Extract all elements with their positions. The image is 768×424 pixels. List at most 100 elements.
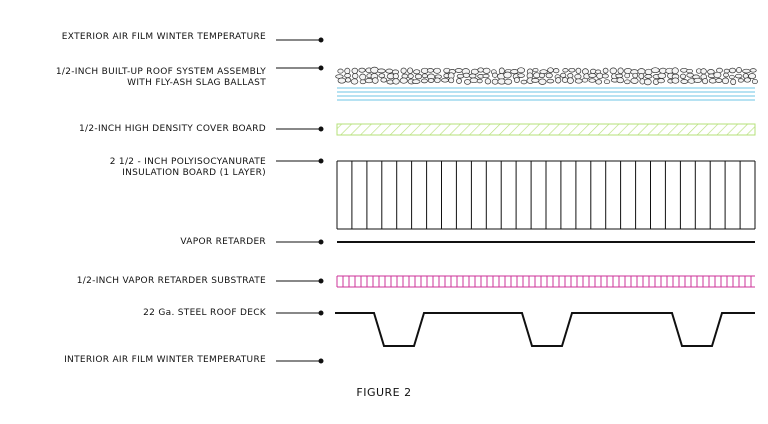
pebble xyxy=(546,78,555,84)
label-line: INTERIOR AIR FILM WINTER TEMPERATURE xyxy=(64,355,266,365)
label-insulation: 2 1/2 - INCH POLYISOCYANURATE INSULATION… xyxy=(110,157,266,179)
pebble xyxy=(498,67,505,75)
pebble xyxy=(350,78,359,85)
pebble xyxy=(377,68,386,74)
pebble xyxy=(344,73,351,79)
pebble xyxy=(680,73,686,79)
leader-dot xyxy=(318,358,324,364)
figure-caption: FIGURE 2 xyxy=(356,386,412,399)
pebble xyxy=(589,68,597,74)
pebble xyxy=(748,73,757,80)
label-line: EXTERIOR AIR FILM WINTER TEMPERATURE xyxy=(61,32,266,42)
pebble xyxy=(392,73,399,80)
pebble xyxy=(560,72,567,78)
cover-board-layer xyxy=(336,123,756,136)
pebble xyxy=(491,78,499,85)
pebble xyxy=(531,78,540,83)
pebble xyxy=(650,67,660,74)
pebble xyxy=(351,67,359,74)
pebble xyxy=(729,74,735,80)
pebble xyxy=(734,73,743,79)
pebble xyxy=(671,77,680,84)
pebble xyxy=(553,68,560,74)
leader-dot xyxy=(318,126,324,132)
label-line: 1/2-INCH BUILT-UP ROOF SYSTEM ASSEMBLY xyxy=(55,67,266,77)
leader-dot xyxy=(318,310,324,316)
pebble xyxy=(378,73,386,79)
pebble xyxy=(407,73,414,79)
label-exterior-air-film: EXTERIOR AIR FILM WINTER TEMPERATURE xyxy=(62,32,266,43)
pebble xyxy=(723,68,730,74)
pebble xyxy=(538,78,547,85)
pebble xyxy=(380,77,388,83)
pebble xyxy=(700,68,707,75)
pebble xyxy=(456,78,462,84)
pebble xyxy=(693,77,702,83)
pebble xyxy=(624,79,631,85)
pebble xyxy=(603,79,611,85)
pebble xyxy=(454,68,463,73)
pebble xyxy=(638,73,645,80)
pebble xyxy=(462,72,470,78)
pebble xyxy=(575,67,582,74)
pebble xyxy=(411,79,421,84)
pebble xyxy=(359,73,367,81)
pebble xyxy=(632,72,639,79)
label-line: 22 Ga. STEEL ROOF DECK xyxy=(143,308,266,318)
pebble xyxy=(538,72,546,79)
pebble xyxy=(385,68,394,74)
pebble xyxy=(421,73,428,79)
label-line: 1/2-INCH HIGH DENSITY COVER BOARD xyxy=(79,124,266,134)
pebble xyxy=(657,72,667,79)
pebble xyxy=(359,79,367,85)
leader-dot xyxy=(318,158,324,164)
pebble xyxy=(517,67,526,74)
pebble xyxy=(504,78,513,85)
insulation-board-layer xyxy=(336,160,756,230)
pebble xyxy=(517,73,525,78)
pebble xyxy=(345,77,352,83)
pebble xyxy=(729,67,736,74)
pebble xyxy=(713,71,722,79)
pebble xyxy=(595,79,603,85)
pebble xyxy=(337,68,344,74)
pebble xyxy=(615,73,624,79)
pebble xyxy=(484,78,492,85)
pebble xyxy=(420,78,428,84)
pebble xyxy=(723,72,729,78)
pebble xyxy=(630,77,639,84)
pebble xyxy=(392,78,400,85)
pebble xyxy=(482,67,491,74)
pebble xyxy=(434,77,441,84)
pebble xyxy=(671,67,679,75)
vapor-retarder-substrate-layer xyxy=(336,275,755,288)
steel-deck-profile xyxy=(335,312,755,347)
label-line: INSULATION BOARD (1 LAYER) xyxy=(122,168,266,178)
pebble xyxy=(555,77,562,84)
pebble xyxy=(686,68,693,74)
pebble xyxy=(545,72,553,79)
pebble xyxy=(547,67,554,73)
label-interior-air-film: INTERIOR AIR FILM WINTER TEMPERATURE xyxy=(64,355,266,366)
pebble xyxy=(609,67,617,75)
label-roof-system: 1/2-INCH BUILT-UP ROOF SYSTEM ASSEMBLY W… xyxy=(56,67,266,89)
pebble xyxy=(413,69,421,75)
slag-ballast-layer xyxy=(335,66,758,86)
label-vapor-retarder: VAPOR RETARDER xyxy=(180,237,266,248)
pebble xyxy=(513,77,520,83)
pebble xyxy=(426,68,434,73)
pebble xyxy=(721,77,730,85)
pebble xyxy=(399,77,408,84)
pebble xyxy=(616,77,625,84)
pebble xyxy=(358,67,366,73)
membrane-layer xyxy=(337,87,755,101)
pebble xyxy=(370,66,379,74)
pebble xyxy=(643,78,652,86)
pebble xyxy=(561,77,569,83)
leader-dot xyxy=(318,37,324,43)
pebble xyxy=(602,67,609,74)
pebble xyxy=(532,67,539,73)
pebble xyxy=(441,77,449,83)
pebble xyxy=(510,69,519,75)
